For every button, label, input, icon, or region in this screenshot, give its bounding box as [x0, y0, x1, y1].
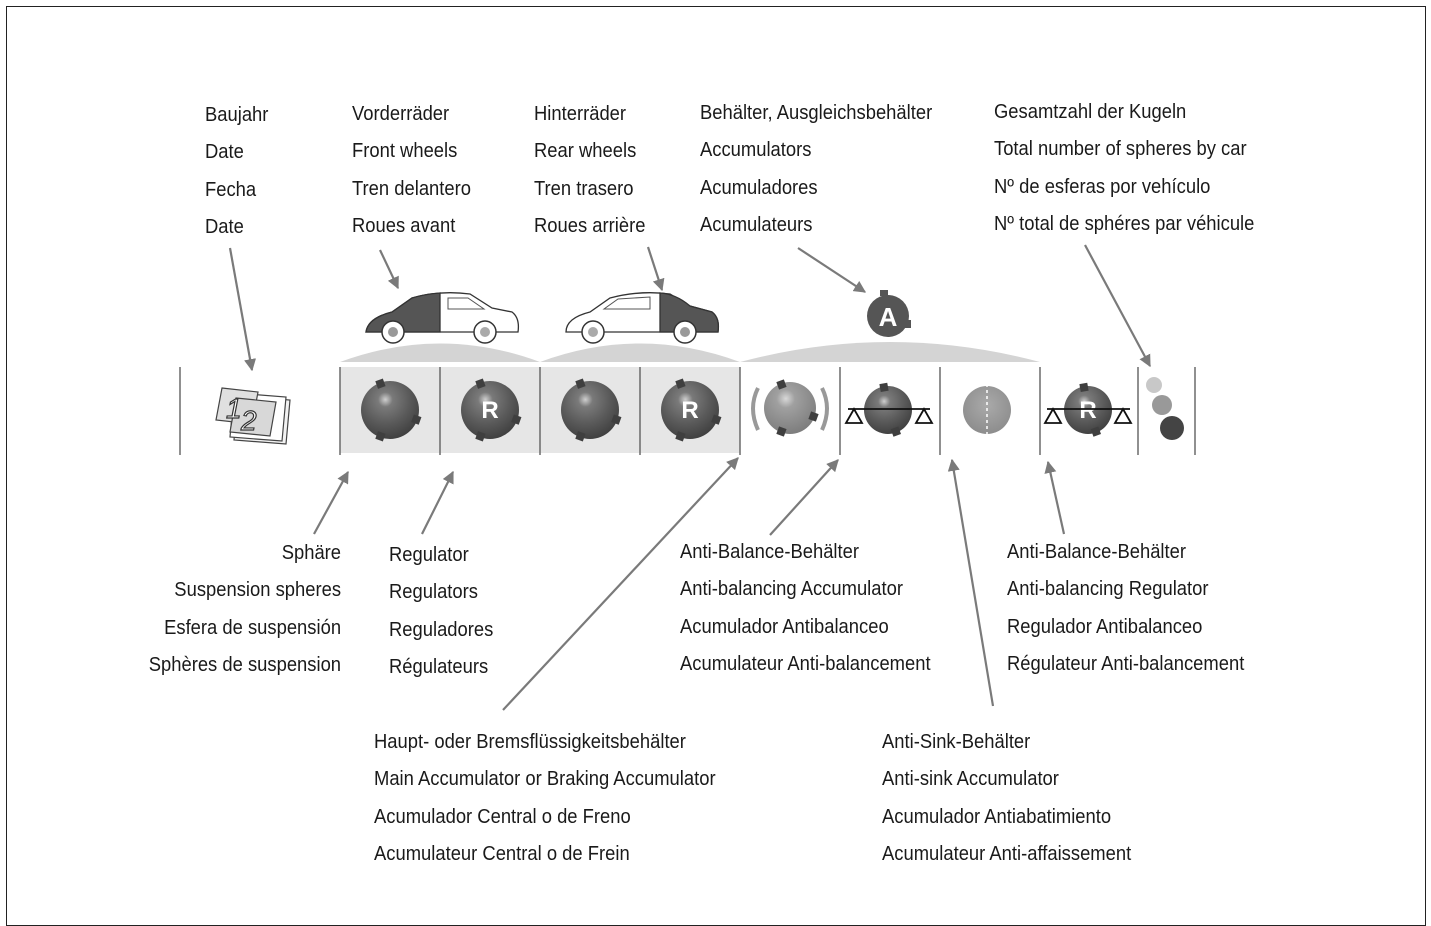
rear-car-icon: [565, 292, 720, 344]
label-suspension-spheres: Sphäre Suspension spheres Esfera de susp…: [149, 535, 341, 685]
label-total-spheres: Gesamtzahl der Kugeln Total number of sp…: [994, 94, 1254, 244]
label-rear-es: Tren trasero: [534, 177, 634, 200]
label-antibal-acc-es: Acumulador Antibalanceo: [680, 615, 889, 638]
front-dome: [340, 343, 540, 362]
label-regulators: Regulator Regulators Reguladores Régulat…: [389, 537, 493, 687]
label-total-de: Gesamtzahl der Kugeln: [994, 101, 1187, 123]
label-antibalancing-regulator: Anti-Balance-Behälter Anti-balancing Reg…: [1007, 534, 1244, 684]
label-accum-fr: Acumulateurs: [700, 214, 813, 237]
svg-text:1: 1: [226, 393, 242, 424]
label-main-accumulator: Haupt- oder Bremsflüssigkeitsbehälter Ma…: [374, 724, 716, 874]
label-main-acc-de: Haupt- oder Bremsflüssigkeitsbehälter: [374, 731, 686, 753]
arrow-main-acc: [502, 457, 739, 711]
label-antibal-reg-en: Anti-balancing Regulator: [1007, 578, 1209, 601]
regulator-sphere-icon: R: [461, 378, 522, 442]
label-accum-en: Accumulators: [700, 139, 812, 162]
balance-scale-icon: [844, 407, 934, 424]
label-main-acc-fr: Acumulateur Central o de Frein: [374, 843, 630, 866]
accumulator-a-icon: A: [867, 290, 911, 337]
label-total-en: Total number of spheres by car: [994, 138, 1247, 161]
arrow-antisink: [947, 458, 995, 707]
label-date-fr: Date: [205, 216, 244, 239]
antibalance-accumulator-sphere-icon: [864, 382, 912, 437]
svg-text:R: R: [481, 397, 498, 424]
label-antisink-es: Acumulador Antiabatimiento: [882, 805, 1112, 828]
label-sphere-es: Esfera de suspensión: [164, 616, 341, 639]
front-car-icon: [365, 292, 520, 344]
arrow-front: [379, 249, 399, 290]
arrow-antibal-reg: [1044, 460, 1066, 535]
label-main-acc-es: Acumulador Central o de Freno: [374, 805, 631, 828]
label-accumulators: Behälter, Ausgleichsbehälter Accumulator…: [700, 95, 932, 245]
label-antibalancing-accumulator: Anti-Balance-Behälter Anti-balancing Acc…: [680, 534, 931, 684]
arrow-total: [1084, 244, 1151, 368]
label-regulator-es: Reguladores: [389, 618, 494, 641]
vibration-brackets-icon: [751, 387, 829, 431]
svg-text:A: A: [879, 302, 898, 332]
svg-text:R: R: [681, 397, 698, 424]
label-antibal-reg-de: Anti-Balance-Behälter: [1007, 541, 1186, 563]
label-main-acc-en: Main Accumulator or Braking Accumulator: [374, 768, 716, 791]
label-antisink-de: Anti-Sink-Behälter: [882, 731, 1031, 753]
date-pages-icon: 1 2: [215, 387, 291, 445]
label-antisink-accumulator: Anti-Sink-Behälter Anti-sink Accumulator…: [882, 724, 1131, 874]
label-sphere-fr: Sphères de suspension: [148, 654, 341, 677]
label-sphere-en: Suspension spheres: [174, 579, 341, 602]
antibalance-regulator-sphere-icon: R: [1064, 382, 1112, 437]
label-total-es: Nº de esferas por vehículo: [994, 175, 1211, 198]
label-antibal-reg-fr: Régulateur Anti-balancement: [1007, 653, 1245, 676]
arrow-accum: [797, 247, 867, 293]
label-date-es: Fecha: [205, 178, 257, 201]
regulator-sphere-icon: R: [661, 378, 722, 442]
main-accumulator-sphere-icon: [764, 379, 819, 437]
label-regulator-de: Regulator: [389, 544, 469, 566]
pointer-arrows: [228, 244, 1151, 711]
label-total-fr: Nº total de sphéres par véhicule: [994, 213, 1255, 236]
sphere-count-stack-icon: [1146, 377, 1184, 440]
label-rear-en: Rear wheels: [534, 140, 637, 163]
accumulator-dome: [740, 342, 1040, 362]
label-antibal-acc-en: Anti-balancing Accumulator: [680, 578, 903, 601]
label-sphere-de: Sphäre: [281, 542, 341, 564]
label-antibal-reg-es: Regulador Antibalanceo: [1007, 615, 1203, 638]
svg-text:R: R: [1079, 397, 1096, 424]
svg-text:2: 2: [240, 405, 257, 436]
sphere-icon: [561, 378, 622, 442]
label-antibal-acc-fr: Acumulateur Anti-balancement: [680, 653, 931, 676]
label-antisink-fr: Acumulateur Anti-affaissement: [882, 843, 1132, 866]
label-front-es: Tren delantero: [352, 177, 471, 200]
arrow-date: [228, 247, 257, 372]
label-front-en: Front wheels: [352, 140, 458, 163]
label-date-de: Baujahr: [205, 104, 269, 126]
arrow-sphere: [313, 470, 349, 535]
balance-scale-icon: [1043, 407, 1133, 424]
label-regulator-en: Regulators: [389, 581, 478, 604]
label-front-fr: Roues avant: [352, 215, 456, 238]
label-date: Baujahr Date Fecha Date: [205, 97, 268, 247]
cell-dividers: [179, 367, 1196, 455]
label-date-en: Date: [205, 141, 244, 164]
arrow-antibal-acc: [769, 459, 839, 536]
label-rear-de: Hinterräder: [534, 103, 627, 125]
label-rear-fr: Roues arrière: [534, 215, 646, 238]
label-accum-es: Acumuladores: [700, 176, 818, 199]
label-antibal-acc-de: Anti-Balance-Behälter: [680, 541, 859, 563]
label-rear-wheels: Hinterräder Rear wheels Tren trasero Rou…: [534, 96, 645, 246]
rear-dome: [540, 343, 740, 362]
label-regulator-fr: Régulateurs: [389, 656, 489, 679]
label-front-de: Vorderräder: [352, 103, 450, 125]
label-antisink-en: Anti-sink Accumulator: [882, 768, 1059, 791]
arrow-regulator: [421, 470, 454, 535]
label-front-wheels: Vorderräder Front wheels Tren delantero …: [352, 96, 471, 246]
sphere-icon: [361, 378, 422, 442]
label-accum-de: Behälter, Ausgleichsbehälter: [700, 102, 933, 124]
arrow-rear: [646, 246, 665, 292]
